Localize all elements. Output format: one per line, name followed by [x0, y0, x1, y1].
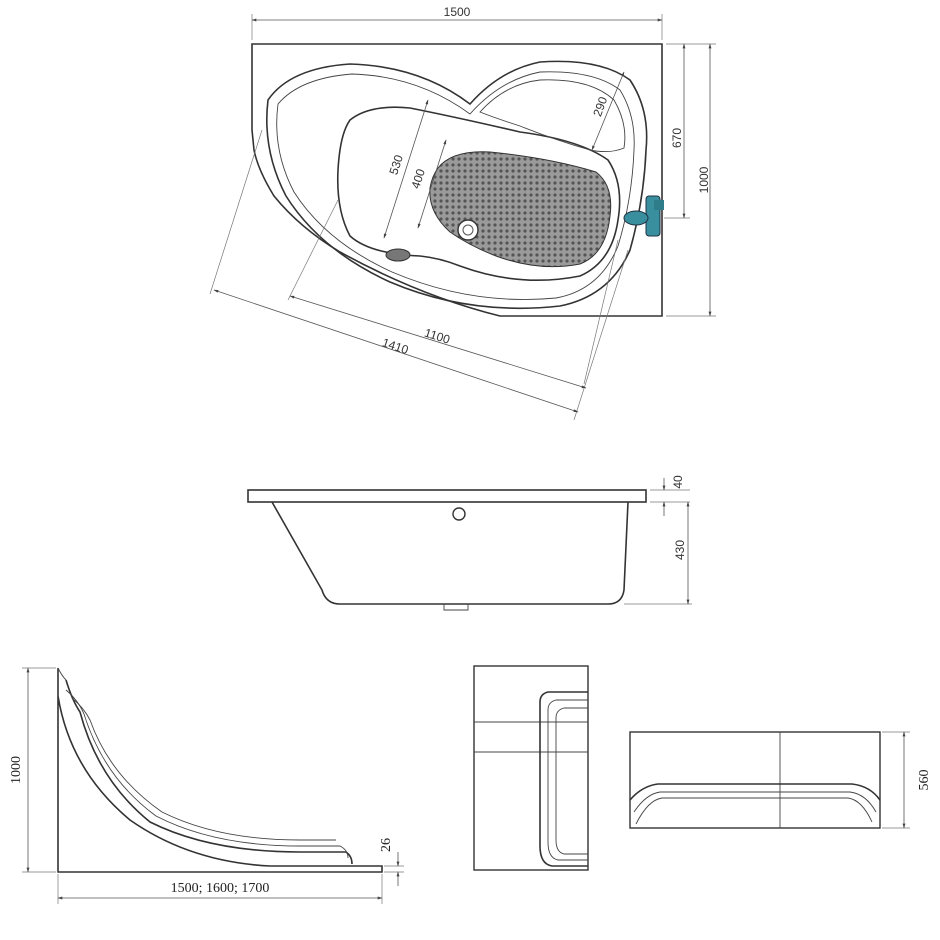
dim-front-panel-height: 560 [917, 770, 932, 791]
faucet-icon [623, 195, 664, 237]
dim-inner-length: 1100 [423, 326, 452, 347]
dim-height: 430 [673, 540, 687, 560]
dim-outer-length: 1410 [380, 335, 410, 357]
front-panel-frame [629, 731, 881, 829]
drain-icon [457, 219, 479, 241]
rim [247, 489, 647, 503]
anti-slip-mat [429, 151, 612, 268]
dim-panel-lengths: 1500; 1600; 1700 [171, 881, 270, 896]
panel-curve-2 [65, 689, 349, 859]
drain-outlet [443, 604, 469, 611]
dim-floor-width: 400 [408, 167, 428, 191]
top-view: 1500 1000 670 1410 1100 530 400 290 [209, 5, 716, 421]
end-panel-relief [539, 691, 588, 867]
panel-outer [57, 668, 383, 873]
curved-panel-view: 1000 1500; 1600; 1700 26 [9, 667, 404, 904]
side-view: 40 430 [247, 475, 692, 611]
dim-headrest: 290 [590, 95, 610, 119]
panel-curve-1 [65, 679, 353, 865]
tub-body [271, 501, 629, 605]
front-panel-view: 560 [629, 731, 932, 829]
dim-panel-lip: 26 [379, 838, 394, 852]
panel-curve-3 [71, 697, 336, 841]
front-panel-relief [629, 783, 881, 801]
dim-basin-width: 530 [386, 153, 406, 177]
dim-seat-depth: 670 [670, 128, 684, 148]
end-panel-view [473, 665, 589, 871]
dim-rim: 40 [671, 475, 685, 489]
dim-panel-height: 1000 [9, 756, 24, 784]
shell-inner [276, 71, 635, 300]
dim-depth: 1000 [697, 166, 711, 193]
end-panel-frame [473, 665, 589, 871]
dim-width: 1500 [444, 5, 471, 19]
basin [336, 106, 621, 282]
overflow-icon [385, 248, 411, 262]
shell-outer [266, 60, 648, 310]
overflow-hole-icon [452, 507, 466, 521]
